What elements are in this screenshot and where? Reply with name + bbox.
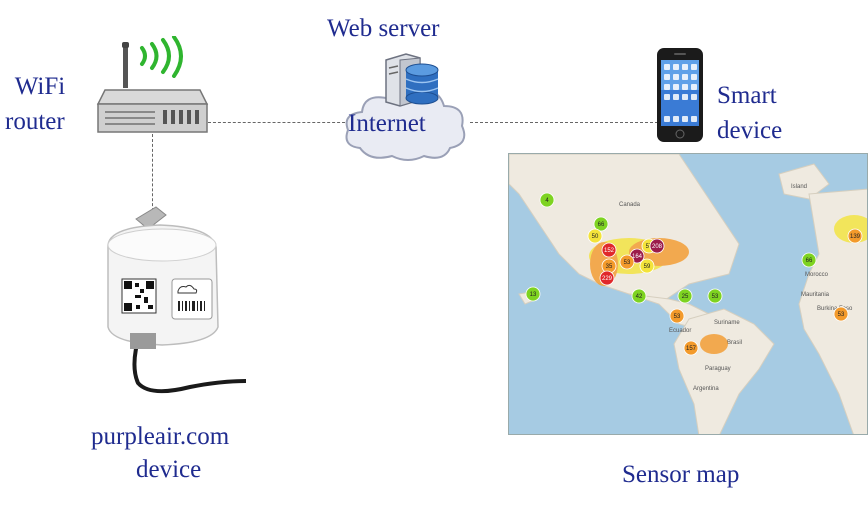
- wifi-router-label-line1: WiFi: [14, 73, 66, 100]
- map-label-island: Island: [791, 184, 807, 190]
- map-label-suriname: Suriname: [714, 320, 740, 326]
- sensor-marker-value: 57: [646, 244, 653, 250]
- sensor-marker-value: 4: [545, 198, 549, 204]
- sensor-map-label: Sensor map: [622, 461, 740, 488]
- map-label-burkina-faso: Burkina Faso: [817, 306, 853, 312]
- sensor-map-canvas: Canada Island Morocco Mauritania Burkina…: [509, 154, 867, 434]
- wifi-router-label-2: router: [5, 106, 65, 137]
- database-icon: [405, 63, 439, 105]
- sensor-marker-value: 157: [686, 346, 697, 352]
- sensor-marker[interactable]: [847, 228, 863, 244]
- purpleair-label-line1: purpleair.com: [91, 423, 230, 450]
- wifi-router-label: WiFi: [12, 71, 68, 102]
- sensor-marker-value: 164: [632, 254, 643, 260]
- sensor-marker-value: 35: [606, 264, 613, 270]
- internet-label: Internet: [348, 110, 426, 137]
- sensor-marker[interactable]: [833, 306, 849, 322]
- sensor-marker[interactable]: [619, 254, 635, 270]
- sensor-marker[interactable]: [649, 238, 665, 254]
- sensor-marker-value: 53: [674, 314, 681, 320]
- sensor-marker[interactable]: [631, 288, 647, 304]
- router-icon: [96, 42, 209, 133]
- sensor-marker-value: 152: [604, 248, 615, 254]
- wifi-signal-icon: [140, 36, 183, 78]
- sensor-marker[interactable]: [539, 192, 555, 208]
- sensor-marker-value: 59: [644, 264, 651, 270]
- sensor-marker-value: 229: [602, 276, 613, 282]
- map-label-argentina: Argentina: [693, 386, 719, 392]
- sensor-marker[interactable]: [587, 228, 603, 244]
- sensor-marker[interactable]: [683, 340, 699, 356]
- map-label-ecuador: Ecuador: [669, 328, 691, 334]
- land-europe-africa: [798, 188, 867, 434]
- sensor-marker-value: 53: [838, 312, 845, 318]
- web-server-label: Web server: [327, 15, 440, 42]
- smart-device-label-line1: Smart: [717, 82, 777, 109]
- sensor-marker-value: 66: [806, 258, 813, 264]
- link-internet-phone: [470, 122, 658, 123]
- sensor-marker-value: 53: [624, 260, 631, 266]
- sensor-device-icon: [107, 206, 247, 394]
- sensor-marker[interactable]: [601, 242, 617, 258]
- sensor-marker-value: 66: [598, 222, 605, 228]
- map-label-morocco: Morocco: [805, 272, 829, 278]
- map-label-mauritania: Mauritania: [801, 292, 830, 298]
- sensor-marker[interactable]: [525, 286, 541, 302]
- land-greenland-island: [778, 163, 830, 200]
- sensor-marker-value: 42: [636, 294, 643, 300]
- sensor-marker[interactable]: [677, 288, 693, 304]
- smart-device-label-line2: device: [717, 117, 783, 144]
- sensor-marker[interactable]: [801, 252, 817, 268]
- sensor-marker-value: 53: [712, 294, 719, 300]
- purpleair-label-line2: device: [136, 456, 202, 483]
- map-label-paraguay: Paraguay: [705, 366, 731, 372]
- sensor-marker-value: 13: [530, 292, 537, 298]
- sensor-marker-value: 25: [682, 294, 689, 300]
- smartphone-icon: [657, 48, 703, 142]
- land-south-america: [673, 308, 775, 434]
- sensor-marker[interactable]: [593, 216, 609, 232]
- cloud-icon: [345, 87, 466, 161]
- sensor-map[interactable]: Canada Island Morocco Mauritania Burkina…: [508, 153, 868, 435]
- map-label-brasil: Brasil: [727, 340, 742, 346]
- link-router-sensor: [152, 134, 153, 216]
- sensor-marker-value: 139: [850, 234, 861, 240]
- sensor-marker[interactable]: [707, 288, 723, 304]
- land-north-america: [509, 154, 740, 305]
- link-router-internet: [208, 122, 350, 123]
- sensor-marker[interactable]: [599, 270, 615, 286]
- sensor-marker[interactable]: [639, 258, 655, 274]
- sensor-marker-value: 208: [652, 244, 663, 250]
- map-label-canada: Canada: [619, 202, 641, 208]
- sensor-marker-value: 50: [592, 234, 599, 240]
- sensor-marker[interactable]: [669, 308, 685, 324]
- wifi-router-label-line2: router: [5, 108, 65, 135]
